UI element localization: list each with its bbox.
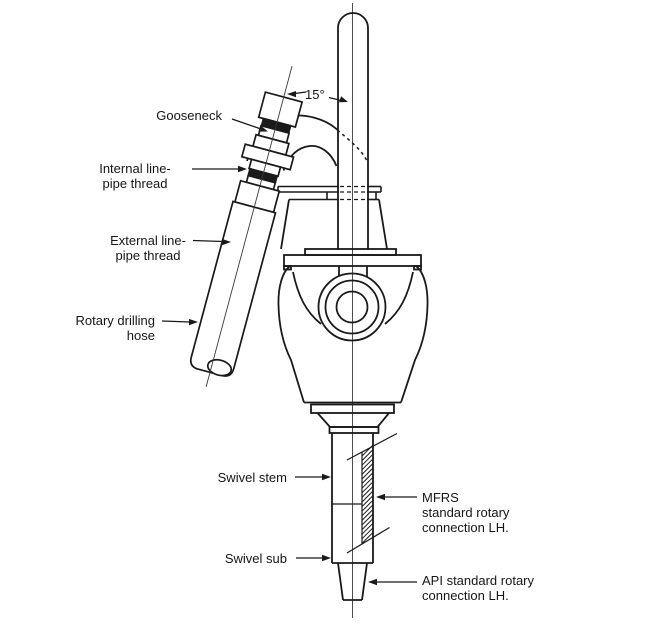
- bottom-flange: [310, 403, 395, 414]
- taper-right: [376, 412, 390, 428]
- annotation-arrows: [161, 91, 417, 586]
- wash-pipe-cap: [337, 12, 369, 29]
- bearing-boss-outer-circle: [317, 272, 387, 342]
- flange-right-lip: [413, 265, 422, 271]
- packing-box: [328, 426, 380, 434]
- mfrs-connection-label: MFRS standard rotary connection LH.: [422, 490, 510, 535]
- hose-assembly: [189, 66, 304, 387]
- external-thread-label: External line- pipe thread: [110, 233, 186, 263]
- body-right-outline: [400, 265, 429, 403]
- bonnet-left-side: [280, 199, 290, 250]
- angle-label: 15°: [305, 87, 325, 102]
- section-break-bottom: [346, 526, 390, 554]
- sub-pin-right: [361, 562, 368, 601]
- swivel-body: [277, 265, 429, 403]
- gooseneck-hidden-arc: [336, 129, 368, 162]
- tilted-centerline: [205, 66, 293, 387]
- body-right-scallop: [384, 271, 414, 325]
- hose-tip-opening: [206, 358, 233, 377]
- bonnet-and-flange: [280, 199, 422, 271]
- swivel-stem-label: Swivel stem: [217, 470, 287, 485]
- sub-pin-left: [337, 562, 344, 601]
- bearing-boss-middle-circle: [324, 279, 380, 335]
- wash-pipe: [337, 12, 369, 277]
- thread-hatching: [361, 444, 374, 544]
- gooseneck-support-arm: [277, 185, 382, 201]
- bonnet-right-side: [378, 199, 388, 250]
- drilling-hose-label: Rotary drilling hose: [75, 313, 155, 343]
- top-flange: [283, 254, 422, 267]
- section-break-top: [346, 432, 398, 461]
- external-thread-arrow: [192, 239, 224, 243]
- bearing-boss-inner-circle: [335, 290, 369, 324]
- angle-arrow-left: [294, 91, 307, 95]
- swivel-sub-label: Swivel sub: [224, 551, 287, 566]
- taper-left: [316, 412, 331, 428]
- hose-arrow: [161, 320, 191, 323]
- body-left-scallop: [292, 271, 322, 325]
- internal-thread-label: Internal line- pipe thread: [99, 161, 171, 191]
- angle-arrow-right: [328, 96, 342, 102]
- api-connection-label: API standard rotary connection LH.: [422, 573, 534, 603]
- body-left-outline: [277, 265, 305, 403]
- gooseneck-arrow: [231, 118, 262, 130]
- gooseneck-label: Gooseneck: [156, 108, 222, 123]
- lower-assembly: [304, 401, 401, 601]
